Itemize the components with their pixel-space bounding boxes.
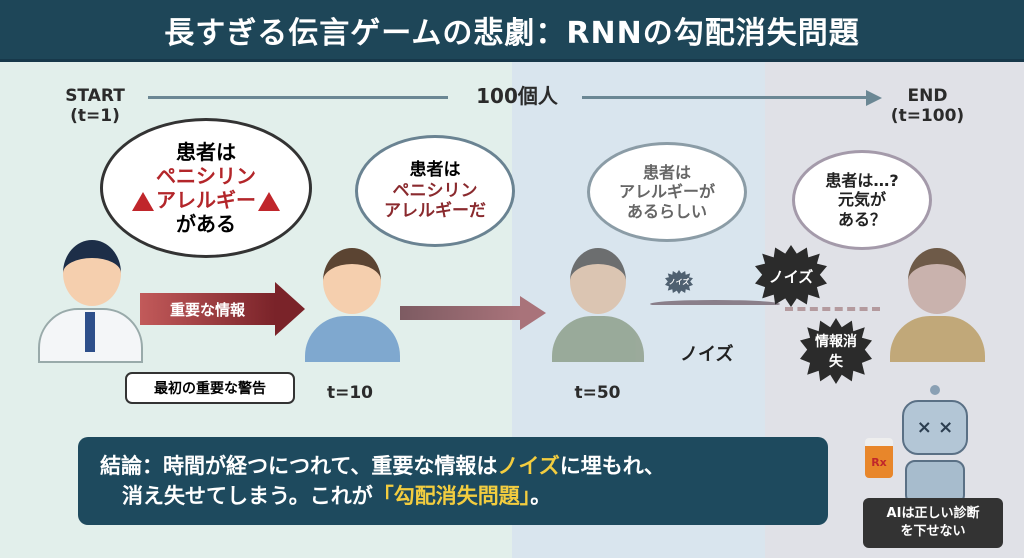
timeline-count: 100個人 xyxy=(476,84,558,108)
t50-label: t=50 xyxy=(574,383,621,403)
conclusion-text: 。 xyxy=(530,484,552,508)
bubble-line: ある？ xyxy=(837,209,886,229)
important-info-arrow: 重要な情報 xyxy=(140,293,275,325)
robot-figure: × × xyxy=(890,385,980,505)
first-warning-callout: 最初の重要な警告 xyxy=(125,372,295,404)
bubble-line: 患者は xyxy=(409,160,461,181)
info-loss-burst: 情報消失 xyxy=(800,318,872,384)
robot-caption: AIは正しい診断を下せない xyxy=(863,498,1003,548)
noise-burst: ノイズ xyxy=(755,245,827,307)
fading-arrow xyxy=(400,306,520,320)
doctor-speech-bubble: 患者は ペニシリン アレルギー がある xyxy=(100,118,312,258)
conclusion-text: 結論：時間が経つにつれて、重要な情報は xyxy=(100,454,498,478)
conclusion-box: 結論：時間が経つにつれて、重要な情報はノイズに埋もれ、 消え失せてしまう。これが… xyxy=(78,437,828,525)
person-t50 xyxy=(552,248,644,363)
bubble-line: 元気が xyxy=(837,190,886,210)
arrow-head-icon xyxy=(275,282,305,336)
bubble-line: 患者は xyxy=(642,163,691,183)
dashed-arrow xyxy=(785,307,880,311)
doctor-figure xyxy=(38,240,143,365)
conclusion-highlight: ノイズ xyxy=(497,454,560,478)
bubble-line: がある xyxy=(176,212,236,236)
bubble-line: アレルギーだ xyxy=(384,201,486,222)
timeline-arrow-icon xyxy=(866,90,882,106)
warning-icon xyxy=(258,192,280,211)
noise-wave xyxy=(650,300,780,308)
bubble-line: アレルギー xyxy=(156,188,256,212)
arrow-head-icon xyxy=(520,296,546,330)
conclusion-text: に埋もれ、 xyxy=(559,454,665,478)
timeline-line xyxy=(148,96,448,99)
noise-label: ノイズ xyxy=(680,344,734,365)
bubble-line: アレルギーが xyxy=(618,182,715,202)
bubble-line: 患者は…? xyxy=(825,171,899,191)
bubble-line: ペニシリン xyxy=(156,164,256,188)
warning-icon xyxy=(132,192,154,211)
noise-small-burst: ノイズ xyxy=(665,270,693,294)
timeline-start: START(t=1) xyxy=(65,86,125,126)
conclusion-text: 消え失せてしまう。これが xyxy=(122,484,373,508)
person50-speech-bubble: 患者は アレルギーが あるらしい xyxy=(587,142,747,242)
person100-speech-bubble: 患者は…? 元気が ある？ xyxy=(792,150,932,250)
bubble-line: あるらしい xyxy=(626,201,707,221)
bubble-line: 患者は xyxy=(176,140,236,164)
timeline-line-2 xyxy=(582,96,867,99)
bubble-line: ペニシリン xyxy=(392,180,478,201)
person10-speech-bubble: 患者は ペニシリン アレルギーだ xyxy=(355,135,515,247)
t10-label: t=10 xyxy=(326,383,374,403)
conclusion-term: 「勾配消失問題」 xyxy=(372,484,531,508)
timeline-end: END(t=100) xyxy=(890,86,965,126)
medicine-bottle-icon: Rx xyxy=(865,438,893,478)
person-t100 xyxy=(890,248,985,363)
person-t10 xyxy=(305,248,400,363)
page-title: 長すぎる伝言ゲームの悲劇：RNNの勾配消失問題 xyxy=(0,0,1024,62)
